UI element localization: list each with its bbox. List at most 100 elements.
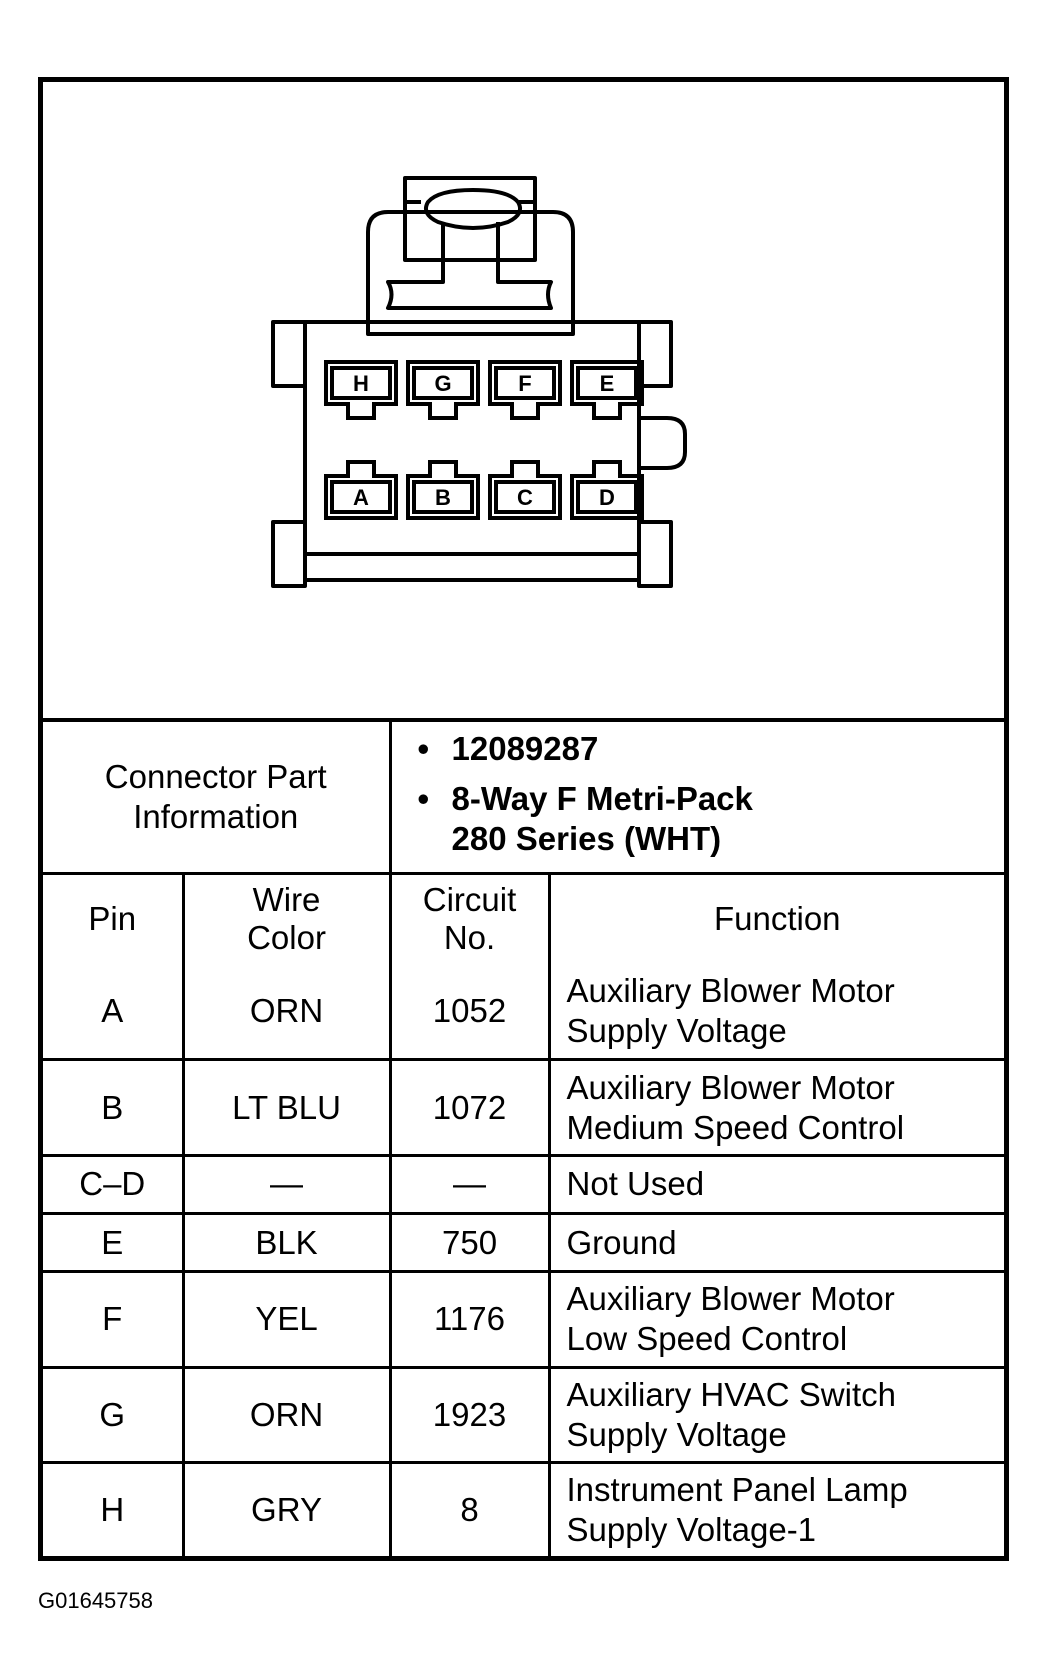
wire-color-cell: ORN [181, 964, 392, 1062]
connector-drawing: H G F E A B C D [271, 176, 687, 588]
pin-label-g: G [434, 371, 451, 396]
pin-cell: H [43, 1461, 185, 1556]
header-wire-color: Wire Color [181, 871, 392, 965]
pin-cavity-inner [494, 480, 556, 514]
circuit-cell: — [388, 1153, 551, 1215]
function-line: Supply Voltage [566, 1012, 787, 1050]
pinout-table: Connector Part Information • 12089287 • … [43, 722, 1005, 1556]
function-line: Instrument Panel Lamp [566, 1471, 908, 1509]
pin-cavity-d [570, 460, 644, 520]
wire-color-cell: ORN [181, 1365, 392, 1465]
pin-label-d: D [599, 485, 615, 510]
pin-cavity-inner [330, 480, 392, 514]
function-line: Auxiliary Blower Motor [566, 1068, 895, 1106]
part-info-row: Connector Part Information • 12089287 • … [43, 722, 1005, 875]
function-line: Supply Voltage-1 [566, 1511, 817, 1549]
latch-clip [403, 176, 537, 262]
function-line: Medium Speed Control [566, 1108, 905, 1146]
figure-id: G01645758 [38, 1588, 153, 1613]
circuit-cell: 1923 [388, 1365, 551, 1465]
pin-cell: E [43, 1211, 185, 1274]
pin-label-a: A [353, 485, 369, 510]
part-info-item: • 12089287 [418, 729, 1005, 769]
pin-cell: A [43, 964, 185, 1062]
latch-clip-inner [424, 188, 522, 230]
part-info-label-line1: Connector Part [104, 757, 327, 795]
connector-type-line2: 280 Series (WHT) [451, 819, 722, 857]
function-line: Supply Voltage [566, 1415, 787, 1453]
header-wire-color-line1: Wire [252, 881, 321, 919]
pin-cavity-c [488, 460, 562, 520]
part-info-label: Connector Part Information [43, 722, 392, 875]
pin-cavity-inner [412, 366, 474, 400]
pin-cavity-inner [330, 366, 392, 400]
pin-cavity-inner [576, 480, 638, 514]
circuit-cell: 750 [388, 1211, 551, 1274]
part-info-label-line2: Information [133, 797, 299, 835]
pin-label-e: E [600, 371, 615, 396]
header-function: Function [547, 871, 1005, 965]
circuit-cell: 1072 [388, 1058, 551, 1157]
circuit-cell: 1052 [388, 964, 551, 1062]
wire-color-cell: YEL [181, 1270, 392, 1369]
function-line: Auxiliary HVAC Switch [566, 1375, 896, 1413]
wire-color-cell: LT BLU [181, 1058, 392, 1157]
left-lower-tab [271, 520, 307, 588]
pin-label-h: H [353, 371, 369, 396]
pin-cavity-e [570, 360, 644, 420]
pin-cavity-h [324, 360, 398, 420]
pin-label-c: C [517, 485, 533, 510]
bullet-icon: • [417, 779, 430, 817]
pin-cavity-inner [494, 366, 556, 400]
right-lower-tab [637, 520, 673, 588]
connector-type-line1: 8-Way F Metri-Pack [451, 779, 753, 817]
function-line: Ground [566, 1223, 677, 1261]
circuit-cell: 1176 [388, 1270, 551, 1369]
header-wire-color-line2: Color [247, 919, 326, 957]
pin-cavity-inner [576, 366, 638, 400]
pin-cell: G [43, 1365, 185, 1465]
pin-cavity-f [488, 360, 562, 420]
function-line: Auxiliary Blower Motor [566, 972, 895, 1010]
pin-label-f: F [518, 371, 531, 396]
header-row: Pin Wire Color Circuit No. Function [43, 871, 1005, 965]
pin-cell: F [43, 1270, 185, 1369]
pin-cavity-inner [412, 480, 474, 514]
right-key-bump [639, 416, 687, 470]
bullet-icon: • [417, 729, 430, 767]
pin-label-b: B [435, 485, 451, 510]
left-upper-tab [271, 320, 307, 388]
part-info-item: • 8-Way F Metri-Pack 280 Series (WHT) [418, 779, 1005, 859]
part-number: 12089287 [451, 729, 599, 767]
header-circuit-line1: Circuit [422, 881, 517, 919]
table-row: C–D——Not Used [43, 1153, 1005, 1215]
pin-cell: B [43, 1058, 185, 1157]
wire-color-cell: GRY [181, 1461, 392, 1556]
pin-cell: C–D [43, 1153, 185, 1215]
circuit-cell: 8 [388, 1461, 551, 1556]
header-pin: Pin [43, 871, 185, 965]
part-info-list: • 12089287 • 8-Way F Metri-Pack 280 Seri… [392, 729, 1005, 859]
latch-arm [386, 222, 553, 310]
connector-face-view: H G F E A B C D [43, 82, 1004, 722]
latch-housing [366, 210, 575, 336]
header-circuit-no: Circuit No. [388, 871, 551, 965]
right-upper-tab [637, 320, 673, 388]
wire-color-cell: BLK [181, 1211, 392, 1274]
connector-body [303, 320, 641, 582]
function-line: Not Used [566, 1165, 705, 1203]
function-line: Low Speed Control [566, 1320, 848, 1358]
part-info-values: • 12089287 • 8-Way F Metri-Pack 280 Seri… [388, 722, 1005, 875]
function-line: Auxiliary Blower Motor [566, 1280, 895, 1318]
wire-color-cell: — [181, 1153, 392, 1215]
